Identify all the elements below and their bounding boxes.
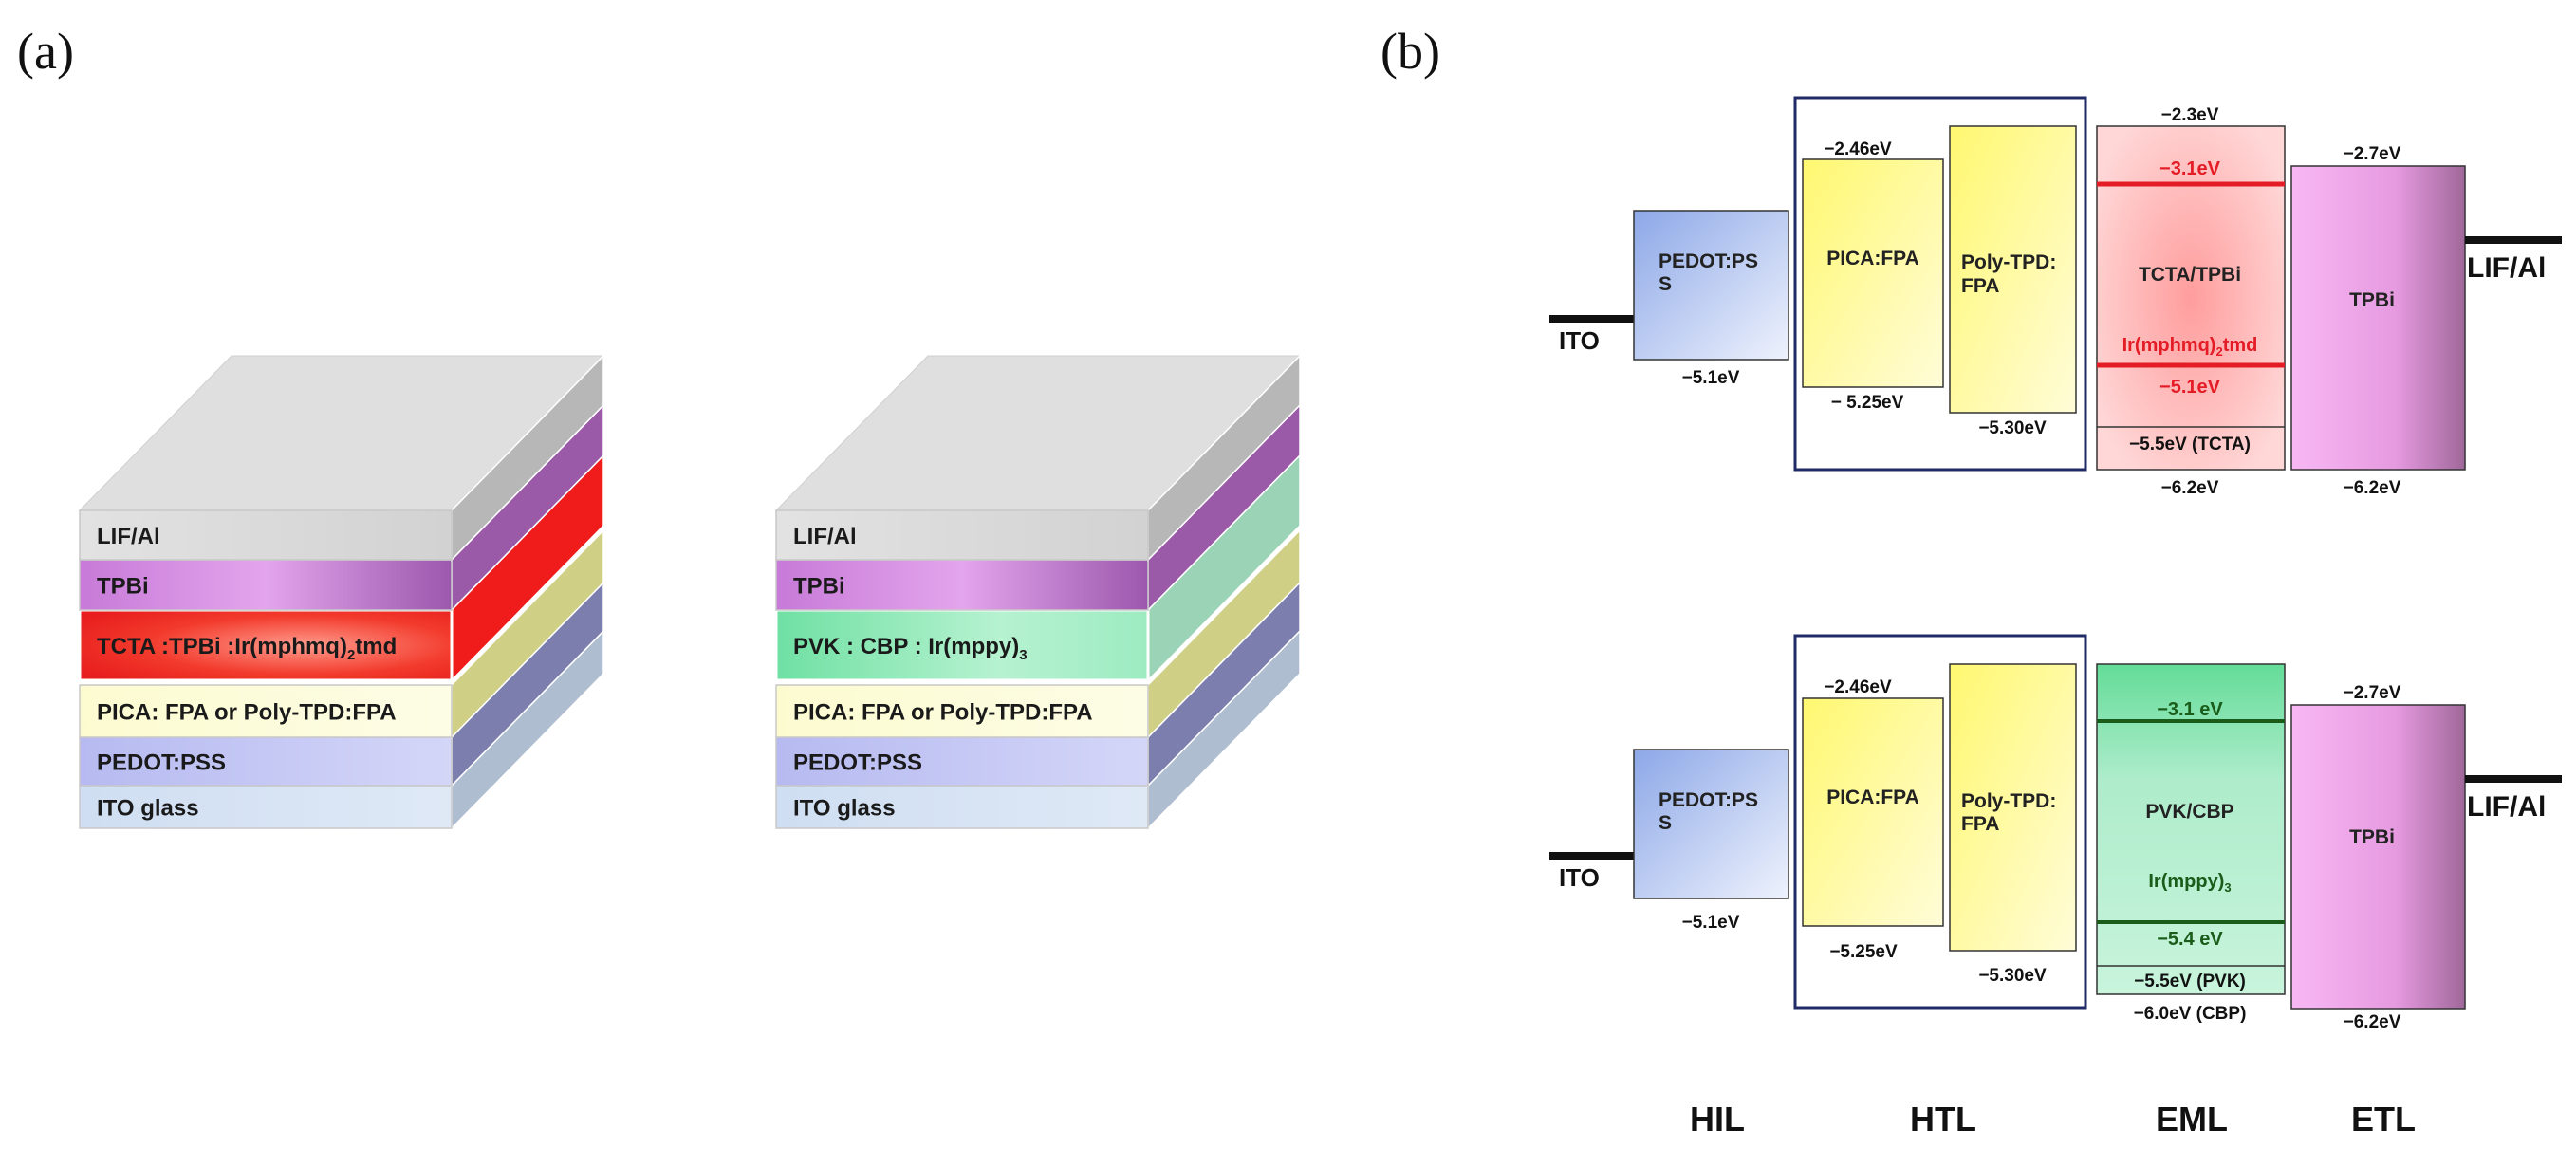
layer-label-ito: ITO glass	[793, 796, 896, 822]
eml-dopant-label: Ir(mppy)3	[2148, 871, 2231, 895]
polytpd-homo-value: −5.30eV	[1978, 418, 2047, 438]
layer-label-pedot: PEDOT:PSS	[97, 750, 226, 776]
htl-frame	[1793, 96, 2087, 472]
tpbi-lumo-value: −2.7eV	[2344, 683, 2401, 703]
layer-label-pvk: PVK : CBP : Ir(mppy)3	[793, 634, 1028, 663]
pica-level-box	[1802, 158, 1944, 388]
htl-frame	[1793, 634, 2087, 1010]
layer-label-tpbi: TPBi	[793, 574, 845, 600]
tpbi-lumo-value: −2.7eV	[2344, 144, 2401, 164]
layer-front-tcta	[78, 608, 454, 682]
layer-label-ito: ITO glass	[97, 796, 199, 822]
pedot-homo-value: −5.1eV	[1682, 368, 1740, 388]
polytpd-level-box	[1949, 125, 2077, 414]
eml-dopant-label: Ir(mphmq)2tmd	[2122, 335, 2258, 359]
layer-front-lif	[775, 509, 1149, 561]
polytpd-level-box	[1949, 663, 2077, 952]
pica-homo-value: −5.25eV	[1829, 942, 1898, 962]
pedot-level-box	[1633, 210, 1789, 361]
panel-label-a: (a)	[17, 23, 74, 80]
pica-lumo-value: −2.46eV	[1824, 139, 1892, 159]
layer-front-ito	[775, 785, 1149, 829]
tpbi-homo-value: −6.2eV	[2344, 478, 2401, 498]
device-stack-green: ITO glass PEDOT:PSS PICA: FPA or Poly-TPD:…	[774, 354, 1302, 830]
lif-label: LIF/Al	[2467, 252, 2546, 284]
polytpd-homo-value: −5.30eV	[1978, 966, 2047, 986]
dopant-homo-value: −5.4 eV	[2157, 929, 2223, 950]
eml-homo-value: −6.0eV (CBP)	[2134, 1004, 2247, 1024]
layer-front-pica	[79, 684, 453, 738]
pedot-label-line1: PEDOT:PS	[1659, 789, 1758, 811]
layer-front-lif	[79, 509, 453, 561]
polytpd-label-line1: Poly-TPD:	[1961, 251, 2056, 273]
host-homo-value: −5.5eV (PVK)	[2134, 972, 2246, 991]
layer-front-pedot	[79, 736, 453, 787]
pedot-label-line1: PEDOT:PS	[1659, 250, 1758, 272]
lif-label: LIF/Al	[2467, 791, 2546, 823]
panel-label-b: (b)	[1381, 23, 1440, 80]
layer-front-pica	[775, 684, 1149, 738]
eml-host-label: TCTA/TPBi	[2139, 264, 2241, 286]
axis-label-eml: EML	[2156, 1100, 2228, 1139]
pica-label: PICA:FPA	[1826, 787, 1919, 808]
layer-label-lif: LIF/Al	[97, 524, 160, 549]
layer-label-pedot: PEDOT:PSS	[793, 750, 922, 776]
tpbi-homo-value: −6.2eV	[2344, 1012, 2401, 1032]
dopant-lumo-value: −3.1eV	[2159, 158, 2221, 179]
axis-label-htl: HTL	[1910, 1100, 1976, 1139]
pedot-label-line2: S	[1659, 273, 1672, 295]
energy-diagram-red: ITO PEDOT:PS S −5.1eV −2.46eV PICA:FPA −…	[1549, 96, 2562, 498]
polytpd-label-line2: FPA	[1961, 813, 1999, 835]
ito-label: ITO	[1559, 863, 1600, 892]
dopant-lumo-value: −3.1 eV	[2157, 699, 2223, 720]
pedot-homo-value: −5.1eV	[1682, 913, 1740, 933]
host-homo-value: −5.5eV (TCTA)	[2129, 435, 2251, 454]
layer-front-pedot	[775, 736, 1149, 787]
axis-label-etl: ETL	[2351, 1100, 2416, 1139]
eml-host-label: PVK/CBP	[2145, 801, 2233, 823]
pica-label: PICA:FPA	[1826, 248, 1919, 269]
dopant-homo-value: −5.1eV	[2159, 377, 2221, 398]
layer-front-ito	[79, 785, 453, 829]
device-stack-red: ITO glass PEDOT:PSS PICA: FPA or Poly-TPD:…	[78, 354, 605, 830]
polytpd-label-line1: Poly-TPD:	[1961, 790, 2056, 812]
layer-label-pica: PICA: FPA or Poly-TPD:FPA	[97, 700, 397, 726]
tpbi-level-box	[2290, 165, 2466, 471]
pica-level-box	[1802, 697, 1944, 927]
axis-label-hil: HIL	[1690, 1100, 1745, 1139]
layer-label-pica: PICA: FPA or Poly-TPD:FPA	[793, 700, 1093, 726]
pedot-label-line2: S	[1659, 812, 1672, 834]
tpbi-level-box	[2290, 704, 2466, 1010]
tpbi-label: TPBi	[2349, 289, 2395, 311]
pica-lumo-value: −2.46eV	[1824, 677, 1892, 697]
layer-label-tpbi: TPBi	[97, 574, 149, 600]
layer-front-tpbi	[775, 559, 1149, 611]
layer-label-lif: LIF/Al	[793, 524, 857, 549]
eml-lumo-value: −2.3eV	[2161, 105, 2219, 125]
pica-homo-value: − 5.25eV	[1831, 393, 1904, 413]
eml-homo-value: −6.2eV	[2161, 478, 2219, 498]
layer-label-tcta: TCTA :TPBi :Ir(mphmq)2tmd	[97, 634, 397, 663]
energy-diagram-green: ITO PEDOT:PS S −5.1eV −2.46eV PICA:FPA −…	[1549, 634, 2562, 1032]
tpbi-label: TPBi	[2349, 826, 2395, 848]
pedot-level-box	[1633, 749, 1789, 899]
ito-label: ITO	[1559, 326, 1600, 355]
polytpd-label-line2: FPA	[1961, 275, 1999, 297]
layer-front-tpbi	[79, 559, 453, 611]
